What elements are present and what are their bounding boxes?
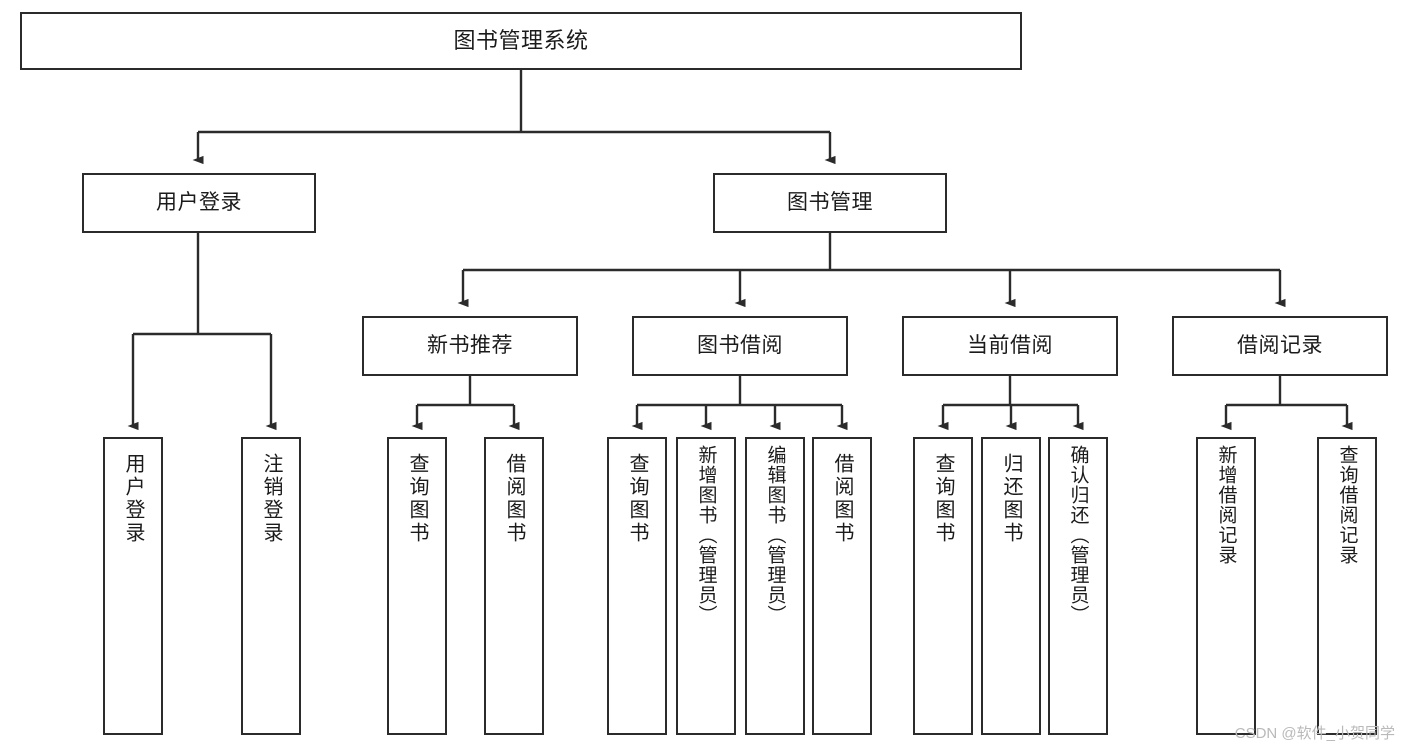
node-label: 查询图书	[626, 453, 648, 545]
node-label: 图书管理系统	[453, 28, 589, 54]
leaf-query-borrow-record[interactable]: 查询借阅记录	[1317, 437, 1377, 735]
node-label: 借阅记录	[1237, 333, 1323, 357]
leaf-edit-book-admin[interactable]: 编辑图书（管理员）	[745, 437, 805, 735]
node-label: 用户登录	[122, 453, 144, 545]
node-borrow-record[interactable]: 借阅记录	[1172, 316, 1388, 376]
node-label: 当前借阅	[967, 333, 1053, 357]
node-label: 用户登录	[156, 190, 242, 214]
node-label: 查询借阅记录	[1336, 445, 1358, 565]
node-label: 新增图书（管理员）	[695, 445, 717, 625]
leaf-borrow-book-borrow[interactable]: 借阅图书	[812, 437, 872, 735]
node-label: 注销登录	[260, 453, 282, 545]
node-label: 新书推荐	[427, 333, 513, 357]
leaf-borrow-book-new-recommend[interactable]: 借阅图书	[484, 437, 544, 735]
node-root-book-management-system[interactable]: 图书管理系统	[20, 12, 1022, 70]
node-label: 借阅图书	[831, 453, 853, 545]
node-label: 确认归还（管理员）	[1067, 445, 1089, 625]
leaf-add-book-admin[interactable]: 新增图书（管理员）	[676, 437, 736, 735]
node-user-login[interactable]: 用户登录	[82, 173, 316, 233]
node-label: 编辑图书（管理员）	[764, 445, 786, 625]
node-current-borrow[interactable]: 当前借阅	[902, 316, 1118, 376]
leaf-query-book-new-recommend[interactable]: 查询图书	[387, 437, 447, 735]
node-label: 查询图书	[932, 453, 954, 545]
node-book-management[interactable]: 图书管理	[713, 173, 947, 233]
leaf-confirm-return-admin[interactable]: 确认归还（管理员）	[1048, 437, 1108, 735]
leaf-query-book-current[interactable]: 查询图书	[913, 437, 973, 735]
node-label: 图书管理	[787, 190, 873, 214]
node-label: 查询图书	[406, 453, 428, 545]
node-book-borrow[interactable]: 图书借阅	[632, 316, 848, 376]
leaf-query-book-borrow[interactable]: 查询图书	[607, 437, 667, 735]
node-label: 归还图书	[1000, 453, 1022, 545]
node-label: 图书借阅	[697, 333, 783, 357]
node-label: 借阅图书	[503, 453, 525, 545]
leaf-logout-login[interactable]: 注销登录	[241, 437, 301, 735]
leaf-add-borrow-record[interactable]: 新增借阅记录	[1196, 437, 1256, 735]
leaf-return-book[interactable]: 归还图书	[981, 437, 1041, 735]
node-label: 新增借阅记录	[1215, 445, 1237, 565]
leaf-user-login[interactable]: 用户登录	[103, 437, 163, 735]
node-new-book-recommend[interactable]: 新书推荐	[362, 316, 578, 376]
watermark-text: CSDN @软件_小贺同学	[1234, 725, 1395, 742]
